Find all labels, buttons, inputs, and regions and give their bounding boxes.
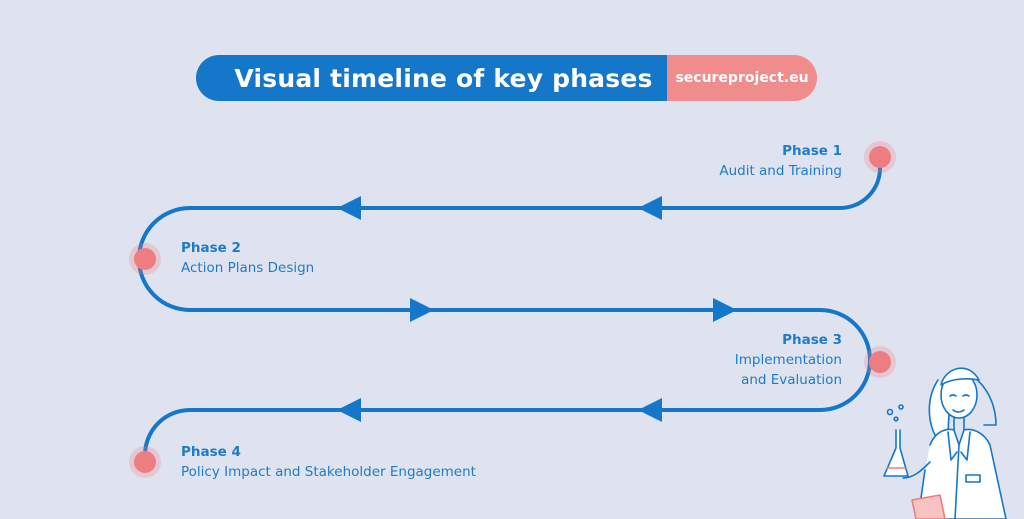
phase-1-label: Phase 1 Audit and Training [719, 141, 842, 181]
phase-marker-2 [129, 243, 161, 275]
phase-2-label: Phase 2 Action Plans Design [181, 238, 314, 278]
phase-4-title: Phase 4 [181, 444, 241, 460]
scientist-illustration [883, 367, 1007, 519]
phase-3-title: Phase 3 [782, 332, 842, 348]
website-label: secureproject.eu [667, 55, 817, 101]
phase-3-description-line-1: Implementation [734, 352, 842, 368]
page-title: Visual timeline of key phases [196, 55, 667, 101]
phase-3-description-line-2: and Evaluation [741, 372, 842, 388]
phase-marker-1 [864, 141, 896, 173]
phase-2-description: Action Plans Design [181, 260, 315, 276]
arrow-right-icon [713, 298, 737, 322]
arrow-left-icon [638, 196, 662, 220]
phase-marker-3 [864, 346, 896, 378]
phase-4-label: Phase 4 Policy Impact and Stakeholder En… [181, 442, 476, 482]
arrow-left-icon [337, 398, 361, 422]
phase-3-label: Phase 3 Implementation and Evaluation [735, 330, 842, 390]
arrow-right-icon [410, 298, 434, 322]
phase-2-title: Phase 2 [181, 240, 241, 256]
phase-marker-4 [129, 446, 161, 478]
phase-1-title: Phase 1 [782, 143, 842, 159]
title-banner: Visual timeline of key phases secureproj… [196, 55, 817, 101]
arrow-left-icon [337, 196, 361, 220]
phase-1-description: Audit and Training [719, 163, 842, 179]
phase-4-description: Policy Impact and Stakeholder Engagement [181, 464, 476, 480]
arrow-left-icon [638, 398, 662, 422]
timeline-path [137, 155, 882, 464]
